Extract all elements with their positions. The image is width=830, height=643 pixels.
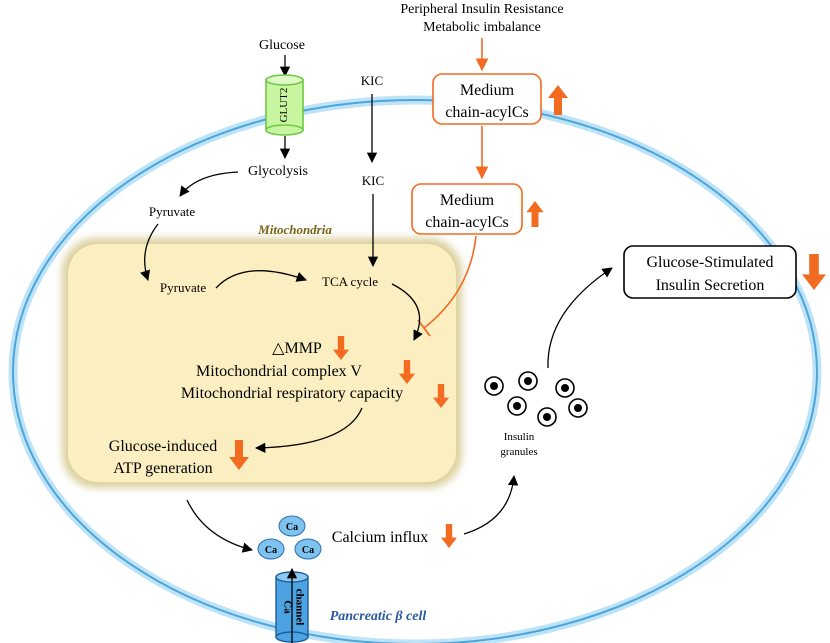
arrow-pyruvate-tca (215, 270, 307, 289)
acyl-inner-box (411, 183, 523, 235)
insulin-granules-line2: granules (500, 446, 537, 458)
ca-ion: Ca (265, 545, 277, 556)
pyruvate-cyto-label: Pyruvate (149, 204, 195, 219)
arrow-down-icon (441, 524, 457, 548)
metabolic-imbalance-text: Metabolic imbalance (423, 20, 541, 35)
mmp-label: △MMP (272, 340, 322, 357)
ca-ion: Ca (302, 545, 314, 556)
ca-channel-line2: channel (293, 589, 305, 626)
calcium-ions: Ca Ca Ca (257, 515, 322, 560)
arrow-glycolysis-pyruvate (179, 171, 239, 197)
insulin-granules (484, 371, 588, 427)
acyl-outer-line1: Medium (460, 82, 515, 99)
arrow-resp-atp (254, 407, 363, 453)
arrow-pyruvate-in (140, 223, 159, 281)
insulin-granules-line1: Insulin (504, 431, 535, 443)
acyl-outer-box (432, 73, 542, 125)
arrow-granules-secretion (547, 267, 613, 369)
arrow-down-icon (802, 254, 826, 290)
ca-channel-line1: Ca (281, 600, 293, 614)
glut2-label: GLUT2 (278, 88, 290, 123)
kic-outer-label: KIC (361, 73, 383, 88)
cell-membrane (12, 99, 818, 643)
pancreatic-beta-cell-label: Pancreatic β cell (330, 609, 427, 624)
glucose-label: Glucose (259, 38, 305, 53)
atp-line1: Glucose-induced (109, 438, 217, 455)
gsis-line1: Glucose-Stimulated (646, 254, 773, 271)
arrow-up-icon (526, 201, 544, 227)
mitochondria-label: Mitochondria (257, 222, 332, 237)
arrow-tca-mmp (391, 283, 423, 341)
arrow-up-icon (548, 85, 568, 115)
gsis-box (623, 245, 797, 299)
acyl-inner-line1: Medium (440, 192, 495, 209)
acyl-inner-line2: chain-acylCs (425, 214, 509, 231)
pyruvate-mito-label: Pyruvate (160, 280, 206, 295)
gsis-line2: Insulin Secretion (656, 277, 765, 294)
tca-cycle-label: TCA cycle (322, 274, 378, 289)
resp-capacity-label: Mitochondrial respiratory capacity (181, 385, 403, 402)
complex-v-label: Mitochondrial complex V (196, 363, 362, 380)
kic-inner-label: KIC (362, 173, 384, 188)
glycolysis-label: Glycolysis (248, 164, 308, 179)
calcium-influx-label: Calcium influx (332, 529, 428, 546)
glut2-transporter: GLUT2 (265, 74, 304, 136)
acyl-outer-line2: chain-acylCs (445, 104, 529, 121)
ca-ion: Ca (286, 522, 298, 533)
mitochondria (68, 244, 456, 482)
inhibition-line (423, 235, 477, 329)
arrow-atp-calcium (186, 499, 254, 553)
arrow-calcium-granules (463, 474, 519, 535)
insulin-resistance-text: Peripheral Insulin Resistance (400, 2, 563, 17)
atp-line2: ATP generation (113, 460, 212, 477)
